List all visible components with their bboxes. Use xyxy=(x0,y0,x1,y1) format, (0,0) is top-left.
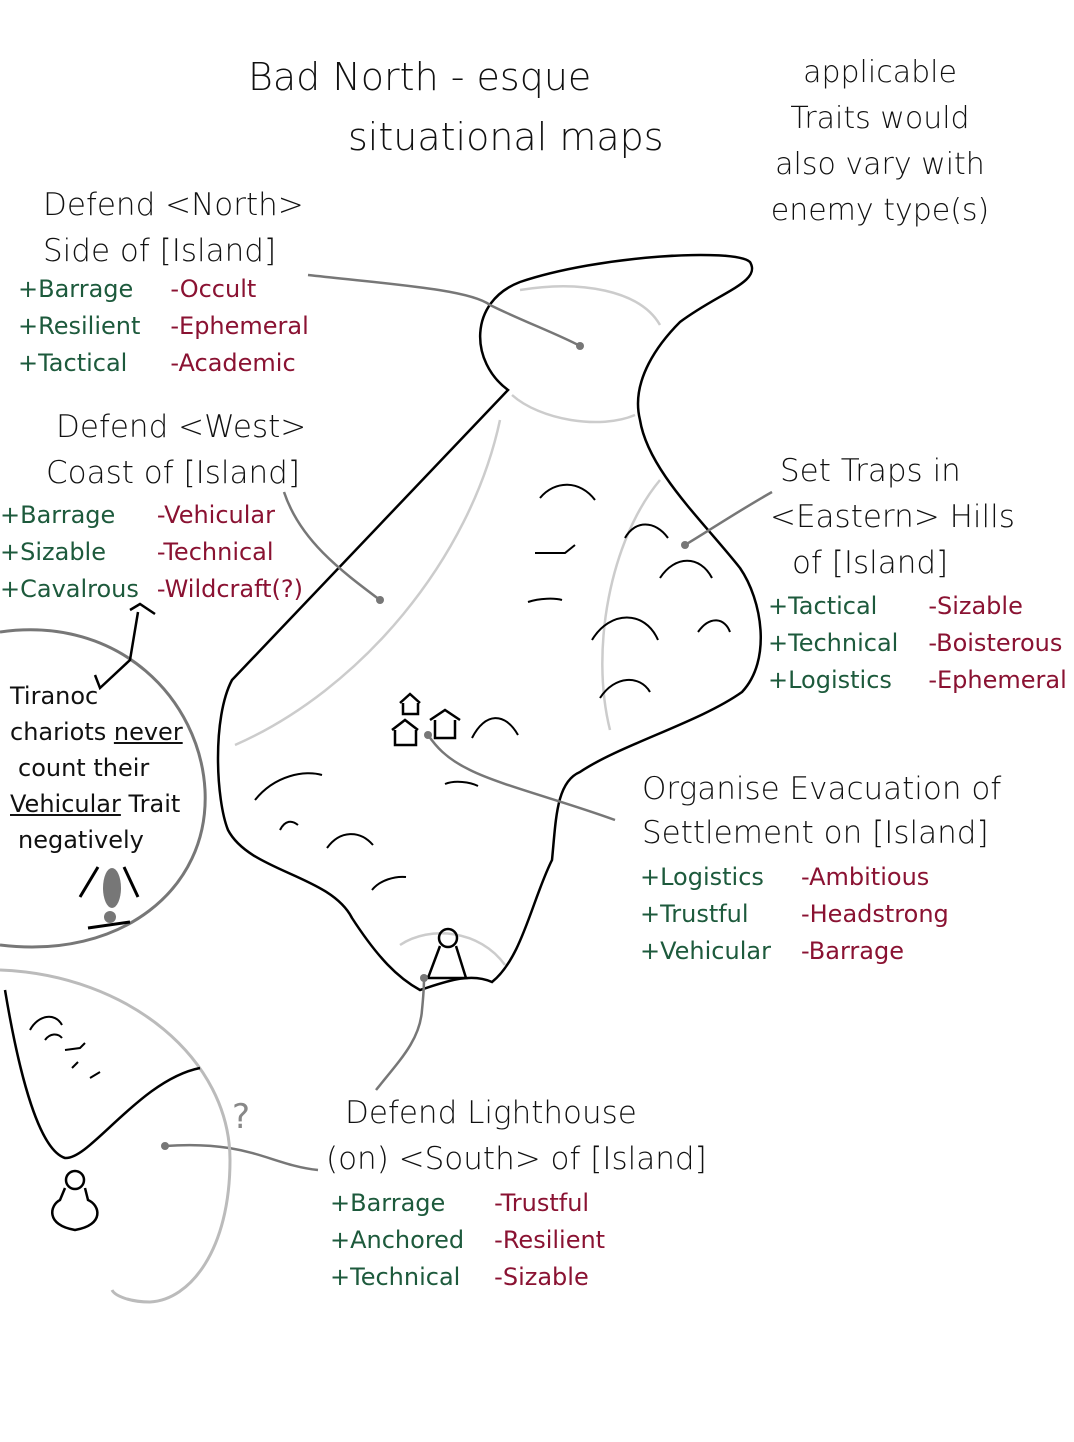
negative-trait: -Academic xyxy=(170,349,296,377)
mission-evac-subtitle: Settlement on [Island] xyxy=(642,815,989,851)
mission-north-title: Defend <North> xyxy=(43,187,304,223)
arrow xyxy=(93,602,156,691)
negative-trait: -Ambitious xyxy=(800,863,930,891)
callout-circle xyxy=(0,628,207,949)
positive-trait: +Barrage xyxy=(18,275,134,303)
title-line2: situational maps xyxy=(348,115,664,159)
callout-line: negatively xyxy=(18,826,144,854)
positive-trait: +Barrage xyxy=(0,501,116,529)
negative-trait: -Sizable xyxy=(928,592,1023,620)
positive-trait: +Sizable xyxy=(0,538,106,566)
callout-emphasis: never xyxy=(113,718,183,746)
negative-trait: -Wildcraft(?) xyxy=(156,575,304,603)
negative-trait: -Sizable xyxy=(494,1263,589,1291)
mission-north-traits: +Barrage -Occult +Resilient -Ephemeral +Ta… xyxy=(18,275,309,377)
mission-east-subtitle: <Eastern> Hills xyxy=(770,499,1015,535)
callout-line: Tiranoc xyxy=(10,682,99,710)
mission-east-traits: +Tactical-Sizable +Technical-Boisterous … xyxy=(768,592,1067,694)
negative-trait: -Ephemeral xyxy=(928,666,1067,694)
positive-trait: +Tactical xyxy=(768,592,878,620)
note-line: also vary with xyxy=(775,147,985,182)
mission-east-title: Set Traps in xyxy=(780,453,961,489)
positive-trait: +Cavalrous xyxy=(0,575,139,603)
callout-line: count their xyxy=(18,754,150,782)
positive-trait: +Resilient xyxy=(18,312,141,340)
positive-trait: +Technical xyxy=(330,1263,461,1291)
negative-trait: -Technical xyxy=(156,538,274,566)
negative-trait: -Vehicular xyxy=(156,501,275,529)
settlement-houses xyxy=(391,692,461,747)
positive-trait: +Anchored xyxy=(330,1226,465,1254)
note-line: Traits would xyxy=(790,101,970,136)
mission-evac-traits: +Logistics -Ambitious +Trustful -Headstron… xyxy=(640,863,949,965)
positive-trait: +Logistics xyxy=(768,666,892,694)
island-outline xyxy=(216,253,762,992)
mission-west-subtitle: Coast of [Island] xyxy=(46,455,300,491)
negative-trait: -Trustful xyxy=(494,1189,590,1217)
negative-trait: -Headstrong xyxy=(800,900,949,928)
positive-trait: +Technical xyxy=(768,629,899,657)
positive-trait: +Logistics xyxy=(640,863,764,891)
mission-evac-title: Organise Evacuation of xyxy=(642,771,1002,807)
lighthouse xyxy=(426,927,468,980)
mission-lighthouse-traits: +Barrage -Trustful +Anchored -Resilient +T… xyxy=(330,1189,605,1291)
tiranoc-callout: Tiranoc chariots never count their Vehic… xyxy=(10,678,183,858)
negative-trait: -Ephemeral xyxy=(170,312,309,340)
callout-text: Trait xyxy=(120,790,181,818)
positive-trait: +Barrage xyxy=(330,1189,446,1217)
question-mark: ? xyxy=(232,1097,251,1137)
warning-icon xyxy=(78,866,140,930)
positive-trait: +Vehicular xyxy=(640,937,771,965)
positive-trait: +Trustful xyxy=(640,900,749,928)
negative-trait: -Resilient xyxy=(494,1226,606,1254)
note-line: enemy type(s) xyxy=(770,193,990,228)
negative-trait: -Occult xyxy=(170,275,257,303)
note: applicable Traits would also vary with e… xyxy=(760,58,1000,226)
callout-text: chariots xyxy=(10,718,114,746)
positive-trait: +Tactical xyxy=(18,349,128,377)
negative-trait: -Barrage xyxy=(800,937,904,965)
callout-emphasis: Vehicular xyxy=(10,790,121,818)
zoom-arc xyxy=(0,968,232,1304)
mission-north-subtitle: Side of [Island] xyxy=(43,233,277,269)
note-line: applicable xyxy=(803,55,957,90)
mission-west-traits: +Barrage -Vehicular +Sizable -Technical +C… xyxy=(0,501,303,603)
mission-lighthouse-subtitle: (on) <South> of [Island] xyxy=(326,1141,707,1177)
lighthouse-zoom xyxy=(51,1169,99,1232)
mission-west-title: Defend <West> xyxy=(56,409,307,445)
title-line1: Bad North - esque xyxy=(248,55,592,99)
mission-lighthouse-title: Defend Lighthouse xyxy=(345,1095,637,1131)
negative-trait: -Boisterous xyxy=(928,629,1063,657)
mission-east-subtitle2: of [Island] xyxy=(792,545,949,581)
